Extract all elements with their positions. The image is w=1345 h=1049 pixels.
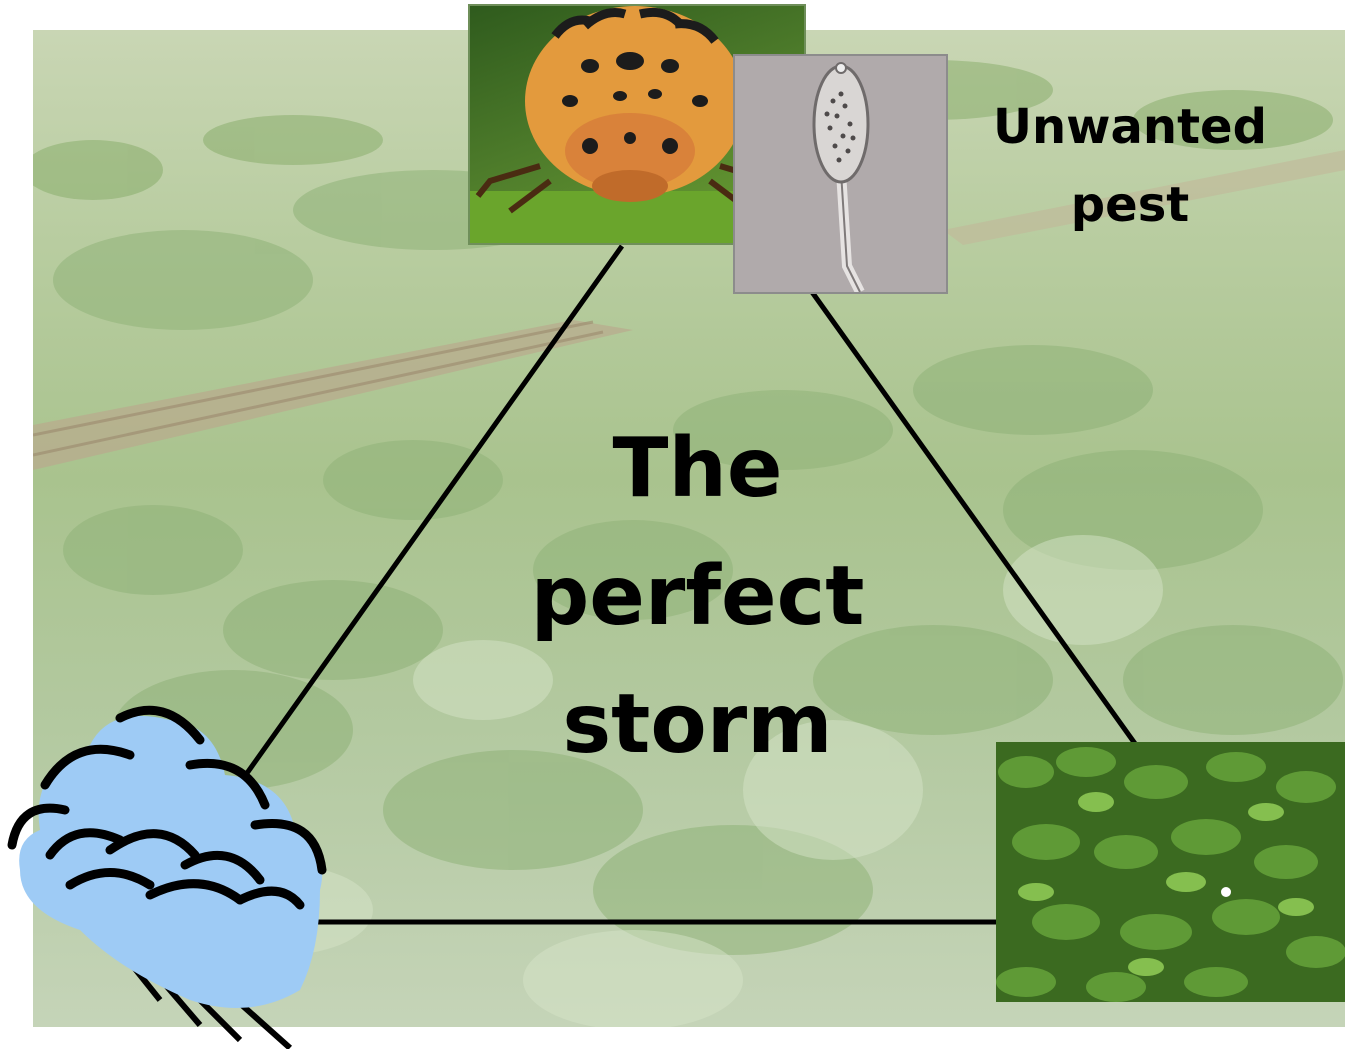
center-title: The perfect storm [500, 405, 895, 789]
potato-plants-photo [996, 742, 1345, 1002]
rain-cloud-icon [0, 700, 340, 1049]
sporangium-micrograph [733, 54, 948, 294]
center-title-line-2: perfect [500, 533, 895, 661]
pest-label: Unwanted pest [985, 88, 1275, 244]
center-title-line-1: The [500, 405, 895, 533]
center-title-line-3: storm [500, 661, 895, 789]
